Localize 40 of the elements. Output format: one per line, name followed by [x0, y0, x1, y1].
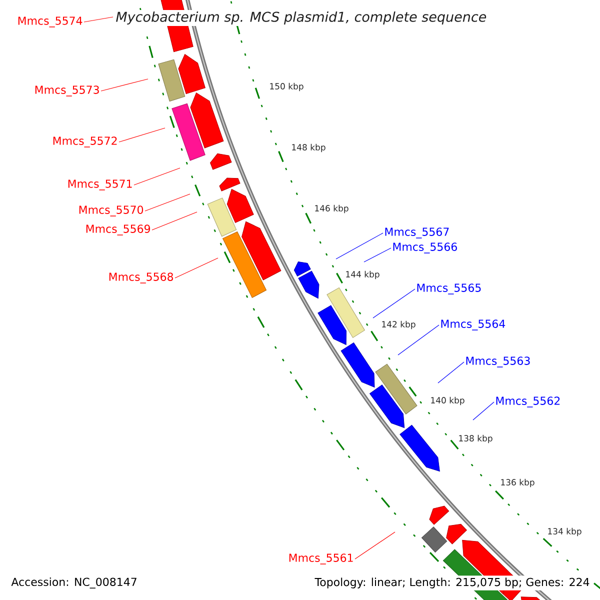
- gene-label: Mmcs_5566: [393, 242, 457, 254]
- leader-line: [100, 78, 148, 92]
- leader-line: [364, 248, 392, 262]
- gene-label: Mmcs_5573: [35, 86, 99, 96]
- gene-label: Mmcs_5561: [289, 554, 353, 564]
- gene-label: Mmcs_5563: [466, 356, 530, 368]
- scale-label: 136 kbp: [499, 478, 536, 488]
- leader-line: [174, 258, 218, 278]
- leader-line: [438, 362, 464, 384]
- leader-line: [118, 128, 166, 142]
- gene-label: Mmcs_5570: [79, 206, 144, 216]
- scale-label: 148 kbp: [290, 142, 327, 154]
- gene-label: Mmcs_5567: [385, 228, 449, 238]
- leader-line: [472, 402, 494, 420]
- leader-line: [144, 194, 190, 212]
- leader-line: [398, 324, 440, 356]
- gene-label: Mmcs_5565: [417, 284, 481, 294]
- leader-line: [134, 168, 180, 186]
- scale-label: 138 kbp: [457, 434, 494, 444]
- leader-line: [336, 232, 384, 260]
- gene-label: Mmcs_5574: [18, 16, 82, 28]
- footer-text: Accession: NC_008147: [9, 576, 140, 590]
- leader-line: [372, 288, 416, 318]
- scale-label: 142 kbp: [380, 320, 417, 330]
- gene-label: Mmcs_5569: [86, 224, 150, 236]
- gene-label: Mmcs_5562: [496, 396, 560, 408]
- gene-label: Mmcs_5568: [109, 272, 174, 284]
- scale-label: 146 kbp: [313, 204, 350, 214]
- leader-line: [354, 532, 396, 560]
- scale-label: 140 kbp: [429, 396, 466, 406]
- scale-label: 134 kbp: [546, 526, 583, 538]
- gene-label: Mmcs_5572: [53, 136, 117, 148]
- leader-line: [84, 16, 114, 22]
- title: Mycobacterium sp. MCS plasmid1, complete sequence: [114, 10, 488, 26]
- scale-label: 150 kbp: [268, 82, 305, 92]
- gene-label: Mmcs_5571: [68, 180, 132, 190]
- gene-label: Mmcs_5564: [441, 320, 506, 330]
- leader-line: [152, 212, 198, 230]
- footer-text: Topology: linear; Length: 215,075 bp; Genes: 224: [312, 576, 592, 590]
- scale-label: 144 kbp: [344, 270, 381, 280]
